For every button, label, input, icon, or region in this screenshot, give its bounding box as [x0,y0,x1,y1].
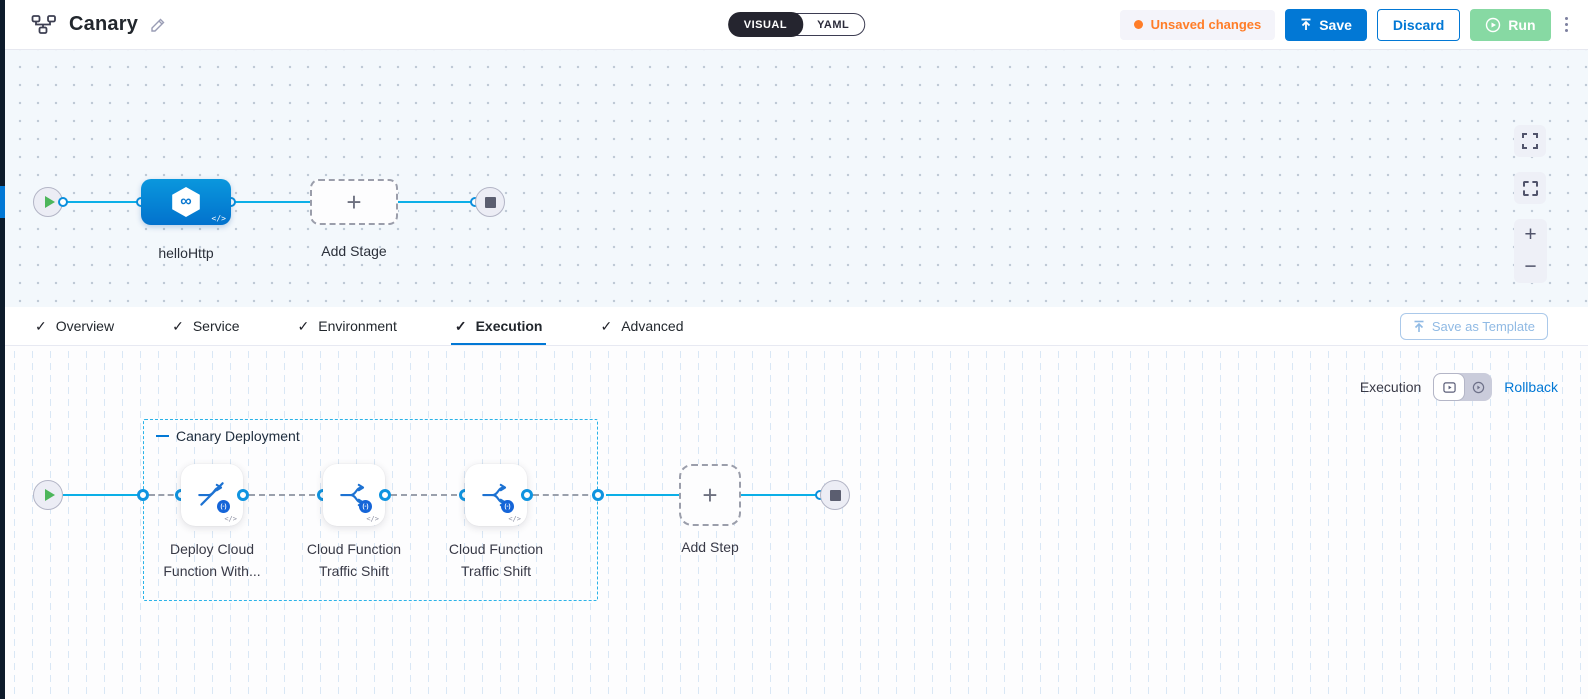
save-as-template-button[interactable]: Save as Template [1399,313,1548,340]
plus-icon: + [702,480,718,510]
step-node-traffic-shift-2[interactable]: (-) </> [465,464,527,526]
step-group-canary-deployment[interactable]: Canary Deployment [143,419,598,601]
step-label: Cloud Function Traffic Shift [306,541,402,579]
check-icon: ✓ [297,317,310,334]
more-options-kebab[interactable] [1561,16,1573,33]
toggle-yaml[interactable]: YAML [817,18,850,31]
marquee-select-icon [1522,180,1538,196]
execution-view-icon[interactable] [1433,373,1466,401]
stage-node-hellohttp[interactable]: ∞ </> [141,179,231,225]
discard-button[interactable]: Discard [1376,8,1461,41]
plus-icon: + [346,187,362,217]
gcf-badge-icon: (-) [501,500,514,513]
add-stage-button[interactable]: + [310,179,398,225]
edge-dashed [149,494,183,496]
execution-rollback-toggle[interactable] [1433,373,1493,401]
stage-tabbar: ✓ Overview ✓ Service ✓ Environment ✓ Exe… [5,307,1588,346]
run-button[interactable]: Run [1470,8,1551,41]
connector-ring [521,489,533,501]
step-label: Cloud Function Traffic Shift [448,541,544,579]
zoom-in-button[interactable]: + [1524,223,1537,246]
connector-dot [58,197,68,207]
add-step-button[interactable]: + [679,464,741,526]
tab-advanced[interactable]: ✓ Advanced [600,317,684,335]
edge-start-to-group [63,494,145,496]
connector-ring [379,489,391,501]
template-upload-icon [1414,320,1424,332]
edge-addstep-to-end [741,494,825,496]
edge-group-to-addstep [606,494,681,496]
execution-start-node[interactable] [33,480,63,510]
step-node-deploy-cloud-function[interactable]: (-) </> [181,464,243,526]
connector-ring [592,489,604,501]
pipeline-end-node[interactable] [475,187,505,217]
code-icon: </> [224,515,237,523]
edge-addstage-to-end [397,201,475,203]
check-icon: ✓ [454,317,467,334]
tab-overview[interactable]: ✓ Overview [35,317,115,335]
edge-dashed [249,494,325,496]
edit-title-icon[interactable] [150,17,166,33]
selection-mode-button[interactable] [1514,172,1546,204]
side-nav-active-indicator [0,186,5,218]
run-play-icon [1486,17,1501,32]
visual-yaml-toggle: VISUAL YAML [727,12,866,37]
collapse-dash-icon [156,434,169,438]
stop-square-icon [484,196,496,208]
stage-graph-canvas[interactable]: ∞ </> helloHttp + Add Stage + − [5,50,1588,307]
check-icon: ✓ [600,317,613,334]
tab-execution[interactable]: ✓ Execution [450,307,547,345]
zoom-out-button[interactable]: − [1524,255,1537,278]
fullscreen-button[interactable] [1514,125,1546,157]
unsaved-dot-icon [1133,20,1143,29]
add-stage-label: Add Stage [321,243,387,259]
tab-environment[interactable]: ✓ Environment [297,317,397,335]
group-name-label: Canary Deployment [176,428,300,444]
code-icon: </> [211,214,226,223]
execution-graph-canvas[interactable]: Execution Rollback Canary Deployment [5,346,1588,699]
rollback-link[interactable]: Rollback [1504,379,1558,395]
group-collapse-handle[interactable]: Canary Deployment [156,428,300,444]
start-play-icon [44,196,55,208]
custom-stage-icon: ∞ [172,187,200,217]
execution-label: Execution [1359,379,1422,395]
connector-ring [137,489,149,501]
edge-dashed [533,494,598,496]
add-step-label: Add Step [681,539,739,555]
page-title: Canary [69,13,139,35]
gcf-badge-icon: (-) [359,500,372,513]
step-node-traffic-shift-1[interactable]: (-) </> [323,464,385,526]
rollback-view-icon[interactable] [1465,373,1492,401]
edge-dashed [391,494,467,496]
start-play-icon [44,489,55,501]
stop-square-icon [829,489,841,501]
tab-service[interactable]: ✓ Service [172,317,240,335]
collapsed-side-nav[interactable] [0,0,5,699]
code-icon: </> [508,515,521,523]
save-up-arrow-icon [1301,18,1311,30]
step-label: Deploy Cloud Function With... [163,541,261,579]
execution-rollback-control: Execution Rollback [1360,373,1558,401]
save-button[interactable]: Save [1285,8,1367,41]
code-icon: </> [366,515,379,523]
deploy-cloud-function-icon [198,482,224,506]
unsaved-changes-badge: Unsaved changes [1119,9,1276,40]
connector-ring [237,489,249,501]
stage-name-label: helloHttp [158,245,214,261]
pipeline-header: Canary VISUAL YAML Unsaved changes Save … [5,0,1588,50]
zoom-controls: + − [1514,219,1547,283]
execution-end-node[interactable] [820,480,850,510]
toggle-visual[interactable]: VISUAL [727,12,804,37]
edge-stage-to-addstage [231,201,313,203]
check-icon: ✓ [35,317,47,334]
pipeline-icon [31,14,57,36]
fullscreen-icon [1522,133,1538,149]
check-icon: ✓ [172,317,184,334]
gcf-badge-icon: (-) [217,500,230,513]
edge-start-to-stage [63,201,145,203]
